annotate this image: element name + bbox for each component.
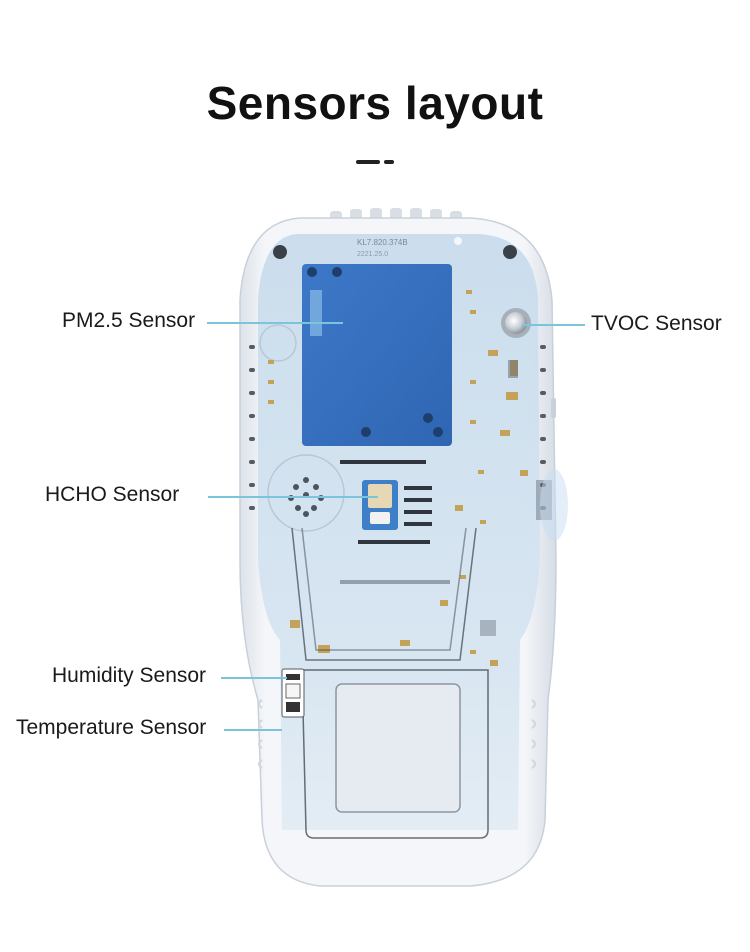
tvoc-sensor-component <box>501 308 531 338</box>
humidity-leader-line <box>221 677 287 679</box>
page-title: Sensors layout <box>206 77 544 129</box>
hcho-sensor-component <box>362 480 432 530</box>
board-model-text: KL7.820.374B <box>357 238 408 247</box>
left-vent-slots <box>249 345 255 510</box>
pm25-sensor-module <box>302 264 452 446</box>
tvoc-leader-line <box>522 324 585 326</box>
battery-compartment <box>301 669 489 839</box>
pm25-sensor-label: PM2.5 Sensor <box>62 309 196 332</box>
usb-glow <box>540 469 568 541</box>
buzzer <box>259 324 297 362</box>
humidity-temperature-sensor <box>281 668 305 718</box>
humidity-sensor-label: Humidity Sensor <box>52 664 207 687</box>
temperature-sensor-label: Temperature Sensor <box>16 716 207 739</box>
hcho-sensor-label: HCHO Sensor <box>45 483 180 506</box>
battery-cover <box>335 683 461 813</box>
pm25-leader-line <box>207 322 343 324</box>
temperature-leader-line <box>224 729 282 731</box>
hcho-leader-line <box>208 496 378 498</box>
side-button <box>551 398 556 418</box>
kickstand-outline <box>291 527 477 661</box>
side-grips <box>258 699 536 769</box>
tvoc-sensor-label: TVOC Sensor <box>591 312 722 335</box>
title-underline <box>356 160 380 164</box>
connectors <box>340 460 450 584</box>
screw-holes <box>273 237 517 259</box>
title-underline-dot <box>384 160 394 164</box>
board-date-text: 2221.25.0 <box>357 251 388 258</box>
